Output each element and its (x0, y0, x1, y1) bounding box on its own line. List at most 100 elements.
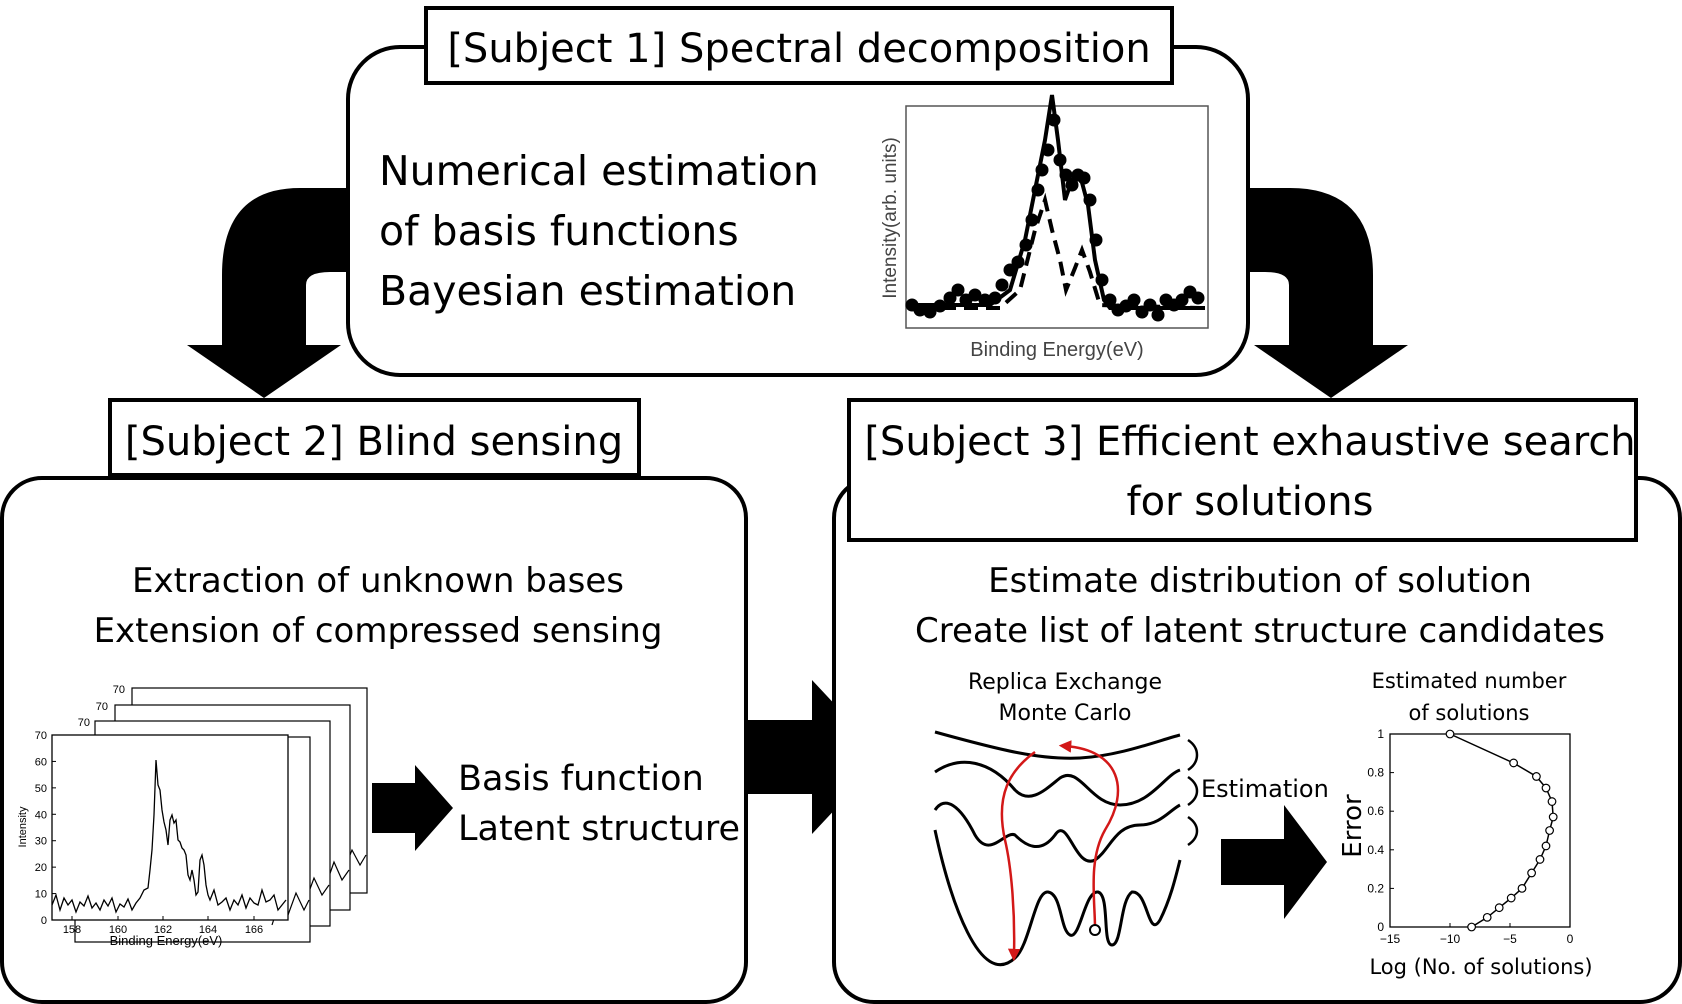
subject2-title: [Subject 2] Blind sensing (125, 419, 623, 465)
estimate-point (1531, 772, 1541, 781)
y-tick-label: 30 (35, 836, 47, 848)
stack-label-4: 70 (113, 684, 125, 696)
spectrum-dot (1041, 143, 1055, 157)
spectrum-dot (1175, 293, 1189, 307)
estimate-point (1527, 868, 1536, 878)
y-tick-label: 50 (35, 783, 47, 795)
estimate-point (1535, 855, 1545, 864)
y-tick-label: 0.2 (1367, 881, 1384, 895)
spectrum-dot (1003, 263, 1017, 277)
estimate-point (1494, 903, 1504, 913)
y-tick-label: 0.8 (1367, 766, 1384, 780)
estimate-plot-y-ticks: 0 0.2 0.4 0.6 0.8 1 (1367, 727, 1394, 934)
spectrum-dot (978, 293, 992, 307)
exchange-brackets (1187, 738, 1199, 847)
y-tick-label: 0.4 (1367, 843, 1384, 857)
spectrum-dot (1031, 183, 1045, 197)
replica-path-left (1000, 750, 1036, 962)
landscape-curve-2 (934, 760, 1181, 807)
subject2-line-1: Extraction of unknown bases (132, 561, 624, 601)
estimate-plot-ylabel: Error (1338, 794, 1368, 858)
y-tick-label: 20 (35, 862, 47, 874)
subject1-title-box (424, 6, 1174, 85)
estimate-point (1509, 758, 1518, 768)
front-plot-spectrum-line (51, 759, 287, 914)
spectrum-xlabel: Binding Energy(eV) (970, 339, 1143, 361)
y-tick-label: 40 (35, 809, 47, 821)
estimate-point (1541, 783, 1551, 793)
x-tick-label: −10 (1440, 932, 1461, 946)
y-tick-label: 10 (35, 889, 47, 901)
spectrum-dot (1089, 233, 1103, 247)
subject1-line-1: Numerical estimation (379, 147, 819, 195)
center-big-arrow (746, 680, 884, 834)
rexmc-label-1: Replica Exchange (968, 670, 1162, 695)
spectrum-dot (1151, 308, 1165, 322)
subject1-title: [Subject 1] Spectral decomposition (447, 26, 1150, 72)
y-tick-label: 0.6 (1367, 804, 1384, 818)
front-plot-ylabel: Intensity (17, 806, 29, 847)
subject2-line-2: Extension of compressed sensing (94, 611, 663, 651)
x-tick-label: −15 (1380, 932, 1401, 946)
estimation-label: Estimation (1201, 775, 1329, 803)
subject3-title-box (847, 398, 1638, 542)
landscape-curve-3 (933, 801, 1181, 863)
spectrum-dot (1059, 168, 1073, 182)
estimate-point (1545, 826, 1554, 835)
subject3-line-2: Create list of latent structure candidat… (915, 611, 1605, 651)
estimate-plot: Error Log (No. of solutions) 00.20.40.60… (1338, 727, 1593, 979)
spectrum-dot (1047, 113, 1061, 127)
y-tick-label: 0 (41, 915, 47, 927)
landscape-curve-1 (934, 730, 1181, 760)
x-tick-label: 166 (245, 924, 263, 936)
x-tick-label: −5 (1503, 932, 1517, 946)
spectrum-dot (1025, 213, 1039, 227)
y-tick-label: 70 (35, 730, 47, 742)
estimate-point (1517, 884, 1527, 893)
exchange-bracket-3 (1187, 815, 1199, 847)
front-plot-y-ticks: 0 10 20 30 40 50 60 70 (35, 730, 56, 927)
x-tick-label: 164 (199, 924, 217, 936)
estimate-plot-frame (1389, 733, 1571, 928)
spectrum-dot (1011, 255, 1025, 269)
estimate-point (1548, 812, 1558, 822)
spectrum-dot (1065, 178, 1079, 192)
estimate-point (1506, 893, 1516, 903)
y-tick-label: 0 (1377, 920, 1384, 934)
rexmc-label-2: Monte Carlo (999, 701, 1132, 726)
front-plot-xlabel: Binding Energy(eV) (110, 933, 223, 948)
subject3-title-line-2: for solutions (1127, 479, 1374, 525)
stack-label-2: 70 (78, 717, 90, 729)
spectrum-dot (923, 305, 937, 319)
estimate-plot-title-1: Estimated number (1372, 669, 1567, 693)
subject3-title-line-1: [Subject 3] Efficient exhaustive search (864, 419, 1635, 465)
spectrum-dot (988, 291, 1002, 305)
spectrum-dot (1103, 293, 1117, 307)
right-curved-arrow (1240, 188, 1408, 398)
subject1-line-3: Bayesian estimation (379, 267, 796, 315)
spectrum-dot (1143, 298, 1157, 312)
exchange-bracket-2 (1187, 775, 1199, 807)
estimate-plot-x-ticks: −15 −10 −5 0 (1380, 923, 1574, 946)
spectrum-component-dashed (920, 192, 1201, 310)
spectrum-dot (968, 288, 982, 302)
spectrum-ylabel: Intensity(arb. units) (880, 137, 901, 299)
y-tick-label: 60 (35, 756, 47, 768)
subject1-line-2: of basis functions (379, 207, 739, 255)
left-curved-arrow (187, 188, 350, 398)
spectrum-dot (1035, 163, 1049, 177)
estimate-plot-xlabel: Log (No. of solutions) (1369, 955, 1592, 979)
subject2-result-2: Latent structure (458, 809, 740, 849)
spectrum-dot (943, 291, 957, 305)
estimate-plot-series (1445, 729, 1558, 932)
spectrum-dot (1127, 293, 1141, 307)
spectrum-dot (1095, 273, 1109, 287)
y-tick-label: 1 (1377, 727, 1384, 741)
exchange-bracket-1 (1187, 738, 1199, 772)
estimate-point (1541, 841, 1551, 851)
replica-path-right (1058, 740, 1120, 929)
